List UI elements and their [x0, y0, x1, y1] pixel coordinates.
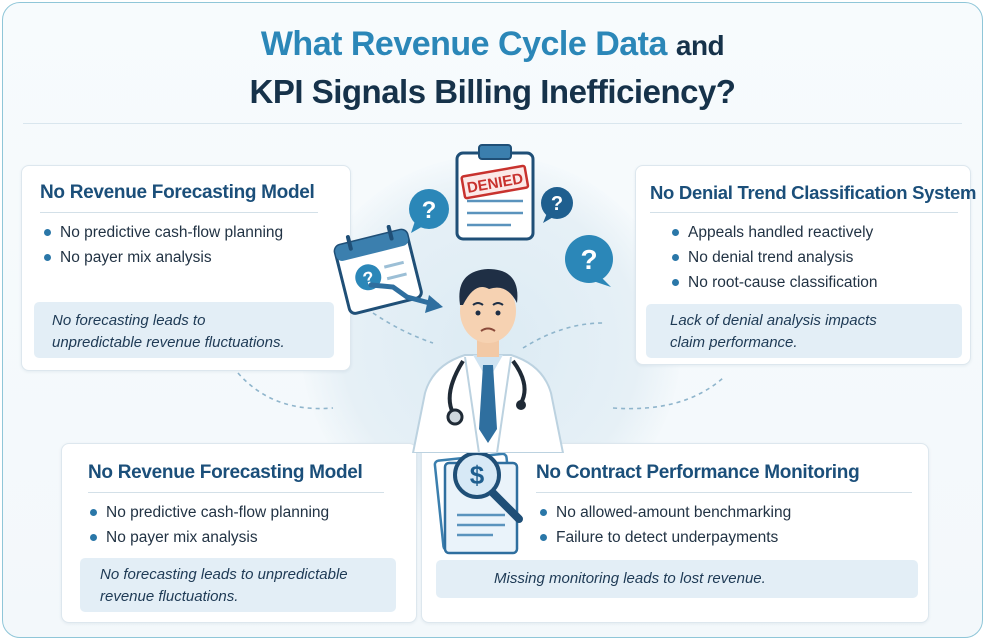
- list-item: Appeals handled reactively: [672, 220, 878, 245]
- list-item: No payer mix analysis: [44, 245, 283, 270]
- note-line: Lack of denial analysis impacts: [670, 312, 877, 329]
- dollar-sign: $: [470, 460, 485, 490]
- card-bottom-left: No Revenue Forecasting Model No predicti…: [61, 443, 417, 623]
- card-heading: No Revenue Forecasting Model: [40, 182, 315, 203]
- card-top-left: No Revenue Forecasting Model No predicti…: [21, 165, 351, 371]
- card-rule: [40, 212, 318, 213]
- note-line: No forecasting leads to unpredictable: [100, 566, 348, 583]
- list-item: No predictive cash-flow planning: [44, 220, 283, 245]
- title-divider: [23, 123, 962, 124]
- list-item: No root-cause classification: [672, 270, 878, 295]
- note-line: revenue fluctuations.: [100, 588, 239, 605]
- list-item: Failure to detect underpayments: [540, 525, 791, 550]
- title-highlight: What Revenue Cycle Data: [260, 25, 668, 63]
- card-heading: No Revenue Forecasting Model: [88, 462, 363, 483]
- title-line-2: KPI Signals Billing Inefficiency?: [249, 73, 736, 110]
- insight-note: Missing monitoring leads to lost revenue…: [436, 560, 918, 598]
- list-item: No allowed-amount benchmarking: [540, 500, 791, 525]
- list-item: No denial trend analysis: [672, 245, 878, 270]
- bubble-question-mark: ?: [422, 197, 437, 224]
- card-heading: No Contract Performance Monitoring: [536, 462, 860, 483]
- question-bubble-icon: ?: [565, 235, 613, 287]
- card-rule: [88, 492, 384, 493]
- card-top-right: No Denial Trend Classification System Ap…: [635, 165, 976, 365]
- list-item: No payer mix analysis: [90, 525, 329, 550]
- insight-note: No forecasting leads to unpredictable re…: [34, 302, 334, 358]
- bullet-list: Appeals handled reactively No denial tre…: [672, 220, 878, 295]
- confused-doctor-illustration: [411, 269, 565, 453]
- bubble-question-mark: ?: [580, 244, 597, 275]
- contract-magnifier-icon: $: [433, 451, 523, 555]
- bullet-list: No allowed-amount benchmarking Failure t…: [540, 500, 791, 550]
- bullet-list: No predictive cash-flow planning No paye…: [44, 220, 283, 270]
- title-connector: and: [675, 30, 725, 61]
- note-line: No forecasting leads to: [52, 312, 206, 329]
- card-rule: [536, 492, 912, 493]
- insight-note: Lack of denial analysis impacts claim pe…: [646, 304, 962, 358]
- card-heading: No Denial Trend Classification System: [650, 182, 977, 203]
- question-bubble-icon: ?: [409, 189, 449, 233]
- calendar-decline-icon: ?: [333, 225, 443, 315]
- card-rule: [650, 212, 958, 213]
- connector-lines: [237, 312, 724, 410]
- bubble-question-mark: ?: [551, 193, 563, 215]
- list-item: No predictive cash-flow planning: [90, 500, 329, 525]
- note-line: unpredictable revenue fluctuations.: [52, 334, 285, 351]
- bullet-list: No predictive cash-flow planning No paye…: [90, 500, 329, 550]
- note-line: claim performance.: [670, 334, 798, 351]
- insight-note: No forecasting leads to unpredictable re…: [80, 558, 396, 612]
- denied-clipboard-icon: DENIED: [455, 144, 535, 241]
- card-bottom-right: No Contract Performance Monitoring No al…: [421, 443, 929, 623]
- question-bubble-icon: ?: [541, 187, 573, 223]
- note-line: Missing monitoring leads to lost revenue…: [494, 570, 766, 587]
- title-line-1: What Revenue Cycle Data and: [3, 25, 982, 64]
